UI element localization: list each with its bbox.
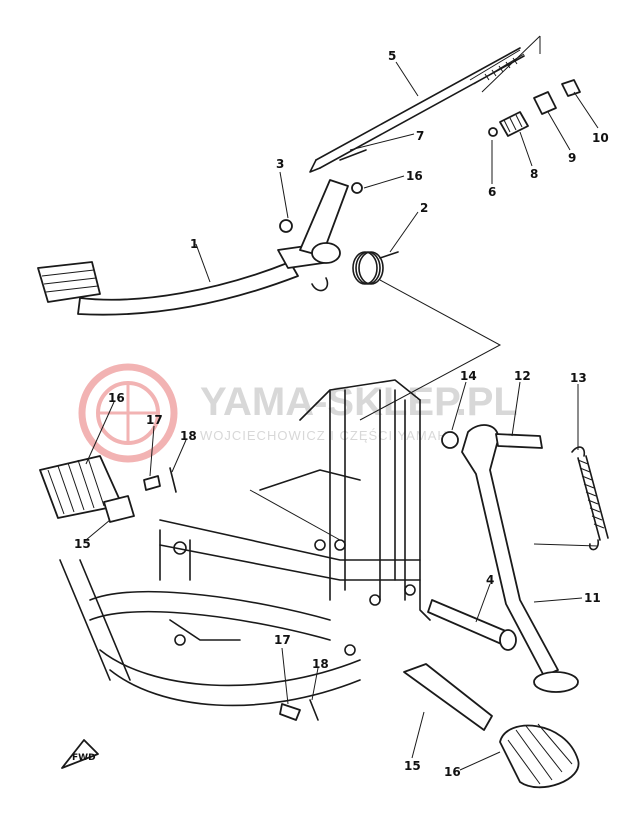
frame	[59, 379, 431, 707]
callout-17-left: 17	[146, 413, 163, 427]
adjuster-spring	[499, 111, 529, 137]
callout-11: 11	[584, 591, 601, 605]
forward-direction-arrow: FWD	[61, 739, 99, 769]
callout-13: 13	[570, 371, 587, 385]
side-stand-assembly	[427, 424, 609, 693]
watermark-subtitle: WOJCIECHOWICZ I CZĘŚCI YAMAHA	[200, 428, 457, 443]
stand-spring	[571, 446, 609, 551]
washer	[351, 182, 363, 194]
watermark-logo	[78, 363, 178, 463]
callout-numbers: 5 7 3 16 2 1 6 8 9 10 16 17 18 15 14 12 …	[74, 49, 609, 779]
return-spring	[352, 251, 399, 285]
cotter-pin-left	[169, 467, 177, 493]
footrest-rubber-right	[499, 724, 580, 789]
callout-15-left: 15	[74, 537, 91, 551]
stand-nut	[441, 431, 459, 449]
circlip	[279, 219, 293, 233]
callout-14: 14	[460, 369, 477, 383]
callout-5: 5	[388, 49, 396, 63]
footrest-bracket-left	[103, 495, 135, 523]
callout-10: 10	[592, 131, 609, 145]
callout-9: 9	[568, 151, 576, 165]
callout-2: 2	[420, 201, 428, 215]
stand-bolt	[495, 433, 543, 449]
watermark-title: YAMA-SKLEP.PL	[200, 380, 518, 424]
callout-16-top: 16	[406, 169, 423, 183]
cotter-pin	[339, 149, 367, 161]
callout-18-right: 18	[312, 657, 329, 671]
callout-3: 3	[276, 157, 284, 171]
callout-1: 1	[190, 237, 198, 251]
adjuster-nut	[561, 79, 581, 97]
callout-6: 6	[488, 185, 496, 199]
fwd-label: FWD	[72, 753, 96, 763]
footrest-left	[39, 455, 177, 523]
cotter-pin-right	[309, 699, 319, 721]
brake-pedal-pad	[37, 261, 101, 303]
rod-washer	[488, 127, 498, 137]
brake-pedal-assembly	[37, 35, 581, 316]
callout-leaders	[85, 61, 599, 771]
callout-8: 8	[530, 167, 538, 181]
footrest-pin-right	[279, 703, 301, 721]
adjuster-nut-body	[533, 91, 557, 115]
callout-15-right: 15	[404, 759, 421, 773]
footrest-bracket-right	[403, 663, 493, 731]
brake-pedal-arm	[77, 261, 299, 316]
callout-18-left: 18	[180, 429, 197, 443]
callout-12: 12	[514, 369, 531, 383]
footrest-pin-left	[143, 475, 161, 491]
callout-16-right: 16	[444, 765, 461, 779]
footrest-right	[279, 663, 580, 789]
callout-7: 7	[416, 129, 424, 143]
stand-shaft	[427, 599, 509, 647]
callout-4: 4	[486, 573, 494, 587]
callout-16-left: 16	[108, 391, 125, 405]
callout-17-right: 17	[274, 633, 291, 647]
